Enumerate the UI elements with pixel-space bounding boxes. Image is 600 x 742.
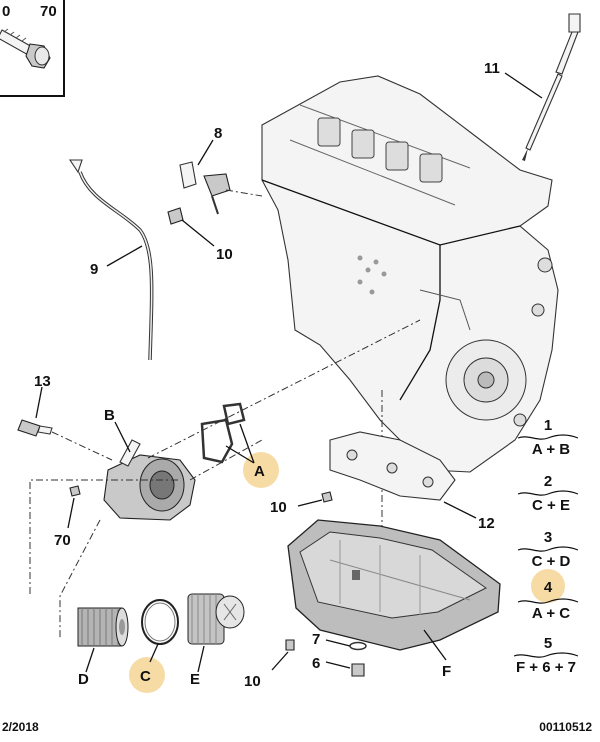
legend-formula-4: A + C	[532, 605, 570, 622]
oil-filter-housing	[103, 439, 196, 521]
bolt-10-middle	[321, 491, 333, 503]
footer-reference: 00110512	[539, 720, 592, 734]
legend-formula-1: A + B	[532, 441, 570, 458]
legend-row-5: 5 F + 6 + 7	[513, 635, 579, 676]
filter-cap-E	[187, 593, 245, 645]
label-6: 6	[312, 655, 320, 672]
highlight-C	[129, 657, 165, 693]
legend-row-4: 4 A + C	[517, 569, 579, 622]
legend-num-2: 2	[544, 473, 552, 490]
bolt-icon	[0, 28, 51, 69]
legend-row-1: 1 A + B	[517, 417, 579, 458]
label-70: 70	[54, 532, 71, 549]
gasket-A	[200, 402, 246, 464]
label-13: 13	[34, 373, 51, 390]
o-ring-C	[141, 599, 179, 645]
bolt-70	[69, 485, 81, 497]
drain-plug	[349, 641, 367, 677]
label-12: 12	[478, 515, 495, 532]
oil-filter-element	[77, 607, 129, 647]
kit-legend: 1 A + B 2 C + E 3 C + D 4 A + C 5 F + 6 …	[513, 417, 579, 676]
label-D: D	[78, 671, 89, 688]
label-10-upper: 10	[216, 246, 233, 263]
label-E: E	[190, 671, 200, 688]
sensor-8	[179, 161, 231, 215]
highlight-A	[243, 452, 279, 488]
engine-block	[261, 75, 559, 473]
label-F: F	[442, 663, 451, 680]
baffle-12	[329, 431, 456, 501]
legend-num-1: 1	[544, 417, 552, 434]
bolt-inset: 0 70	[0, 0, 65, 97]
legend-row-2: 2 C + E	[517, 473, 579, 514]
sensor-13	[17, 419, 53, 437]
legend-num-4: 4	[544, 579, 553, 596]
oil-pan	[287, 519, 501, 651]
legend-num-3: 3	[544, 529, 552, 546]
bolt-10-lower	[285, 639, 295, 651]
label-10-middle: 10	[270, 499, 287, 516]
dipstick	[522, 13, 581, 161]
label-C: C	[140, 668, 151, 685]
label-9: 9	[90, 261, 98, 278]
legend-formula-5: F + 6 + 7	[516, 659, 576, 676]
label-8: 8	[214, 125, 222, 142]
label-B: B	[104, 407, 115, 424]
highlight-4	[531, 569, 565, 603]
label-7: 7	[312, 631, 320, 648]
label-11: 11	[484, 60, 500, 77]
dipstick-tube	[68, 159, 154, 361]
legend-formula-3: C + D	[532, 553, 571, 570]
label-A: A	[254, 463, 265, 480]
footer-date: 2/2018	[2, 720, 39, 734]
inset-label-70: 70	[40, 3, 57, 20]
legend-row-3: 3 C + D	[517, 529, 579, 570]
legend-num-5: 5	[544, 635, 552, 652]
bolt-10-upper	[167, 207, 184, 225]
legend-formula-2: C + E	[532, 497, 570, 514]
label-10-lower: 10	[244, 673, 261, 690]
inset-label-0: 0	[2, 3, 10, 20]
